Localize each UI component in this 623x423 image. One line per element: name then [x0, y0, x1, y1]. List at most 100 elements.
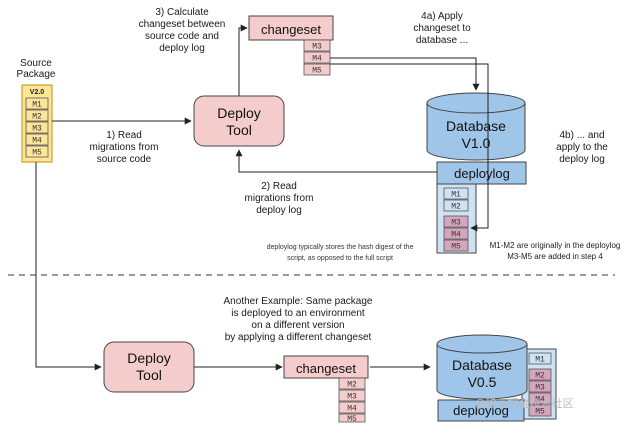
- annotation-text: 1) Read: [106, 130, 142, 141]
- deploylog-item: M3: [451, 219, 461, 228]
- annotation-text: 4b) ... and: [559, 130, 604, 141]
- annotation-text: changeset between: [139, 19, 226, 30]
- source-package-label-line1: Source: [20, 58, 52, 69]
- annotation-m-note: M1-M2 are originally in the deploylog M3…: [490, 241, 621, 261]
- deploylog-item-box: [528, 392, 552, 405]
- annotation-text: deploy log: [559, 154, 605, 165]
- source-item-box: [25, 145, 49, 158]
- changeset-tab: [248, 15, 334, 41]
- changeset-item: M4: [312, 55, 322, 64]
- source-item: M4: [32, 137, 42, 146]
- deploy-tool-line1: Deploy: [127, 350, 171, 366]
- deploylog-item: M1: [451, 191, 461, 200]
- deploylog-item-box: [443, 239, 469, 252]
- deploy-tool-box: [193, 95, 285, 147]
- annotation-step3: 3) Calculate changeset between source co…: [139, 7, 226, 54]
- deploylog-item: M4: [535, 396, 545, 405]
- changeset-item: M5: [347, 415, 357, 423]
- deploylog-item: M1: [535, 356, 545, 365]
- deploylog-item-box: [443, 187, 469, 200]
- deploy-tool-bottom: Deploy Tool: [103, 341, 195, 393]
- deploylog-header: [437, 399, 525, 422]
- source-package-version: V2.0: [30, 89, 45, 96]
- deploylog-item-box: [528, 368, 552, 381]
- deploylog-item-box: [528, 380, 552, 393]
- source-item-box: [25, 133, 49, 146]
- annotation-step2: 2) Read migrations from deploy log: [245, 181, 314, 216]
- annotation-text: on a different version: [251, 320, 344, 331]
- annotation-text: by applying a different changeset: [225, 332, 372, 343]
- source-item: M1: [32, 101, 42, 110]
- source-package-items: M1 M2 M3 M4 M5: [25, 97, 49, 158]
- source-item: M5: [32, 149, 42, 158]
- annotation-hash-note: deploylog typically stores the hash dige…: [267, 244, 414, 262]
- changeset-bottom: changeset M2 M3 M4 M5: [283, 355, 369, 423]
- deploylog-item: M5: [535, 408, 545, 417]
- annotation-text: is deployed to an environment: [231, 308, 365, 319]
- database-name: Database: [452, 357, 512, 373]
- changeset-label: changeset: [296, 361, 356, 376]
- source-item-box: [25, 109, 49, 122]
- database-top: Database V1.0 deploylog M1 M2 M3 M4 M5: [426, 92, 527, 254]
- annotation-text: changeset to: [413, 23, 471, 34]
- deploylog-item-box: [528, 404, 552, 417]
- top-arrows: [35, 24, 489, 371]
- annotation-text: database ...: [416, 35, 468, 46]
- deploylog-item-box: [528, 352, 552, 365]
- annotation-text: M3-M5 are added in step 4: [507, 252, 603, 261]
- annotation-text: Another Example: Same package: [224, 296, 373, 307]
- annotation-text: deploylog typically stores the hash dige…: [267, 244, 414, 251]
- source-package: Source Package V2.0 M1 M2 M3 M4 M5: [17, 58, 56, 163]
- database-bottom: M1 M2 M3 M4 M5 Database V0.5 deploylog: [436, 334, 557, 422]
- database-cylinder-body: [436, 344, 528, 400]
- annotation-text: 4a) Apply: [421, 11, 463, 22]
- changeset-item-box: [303, 39, 331, 52]
- deploylog-item-box: [443, 199, 469, 212]
- deploylog-item: M3: [535, 384, 545, 393]
- changeset-item: M3: [312, 43, 322, 52]
- annotation-text: 3) Calculate: [155, 7, 209, 18]
- source-item: M2: [32, 113, 42, 122]
- deploy-tool-line2: Tool: [136, 367, 162, 383]
- annotation-text: source code: [97, 154, 152, 165]
- deploylog-item: M4: [451, 231, 461, 240]
- changeset-tab: [283, 355, 369, 379]
- deploylog-item-box: [443, 227, 469, 240]
- annotation-another-example: Another Example: Same package is deploye…: [224, 296, 373, 343]
- deploylog-item: M2: [535, 372, 545, 381]
- annotation-step4a: 4a) Apply changeset to database ...: [413, 11, 471, 46]
- changeset-item: M2: [347, 381, 357, 390]
- changeset-item-box: [338, 389, 366, 402]
- annotation-text: deploy log: [256, 205, 302, 216]
- arrow-step4b: [330, 63, 489, 232]
- database-cylinder-top: [426, 92, 526, 114]
- deploylog-label: deploylog: [454, 166, 510, 181]
- annotation-step1: 1) Read migrations from source code: [90, 130, 159, 165]
- source-item-box: [25, 121, 49, 134]
- source-item-box: [25, 97, 49, 110]
- arrow-step4a: [330, 57, 480, 91]
- annotation-text: migrations from: [90, 142, 159, 153]
- database-cylinder-body: [426, 103, 526, 161]
- database-name: Database: [446, 118, 506, 134]
- annotation-text: 2) Read: [261, 181, 297, 192]
- annotation-text: apply to the: [556, 142, 608, 153]
- source-item: M3: [32, 125, 42, 134]
- database-version: V1.0: [462, 135, 491, 151]
- changeset-item: M5: [312, 67, 322, 76]
- arrow-step3: [238, 24, 248, 96]
- changeset-label: changeset: [261, 22, 321, 37]
- annotation-text: script, as opposed to the full script: [287, 255, 393, 262]
- changeset-top: changeset M3 M4 M5: [248, 15, 334, 76]
- annotation-text: source code and: [145, 31, 219, 42]
- deploy-tool-box: [103, 341, 195, 393]
- deploylog-label: deploylog: [453, 403, 509, 418]
- changeset-item-box: [338, 401, 366, 414]
- changeset-item-box: [303, 63, 331, 76]
- deploylog-header: [436, 161, 527, 185]
- deploy-tool-line1: Deploy: [217, 105, 261, 121]
- changeset-item: M3: [347, 393, 357, 402]
- deploy-tool-line2: Tool: [226, 122, 252, 138]
- changeset-item-box: [338, 377, 366, 390]
- deploy-tool-top: Deploy Tool: [193, 95, 285, 147]
